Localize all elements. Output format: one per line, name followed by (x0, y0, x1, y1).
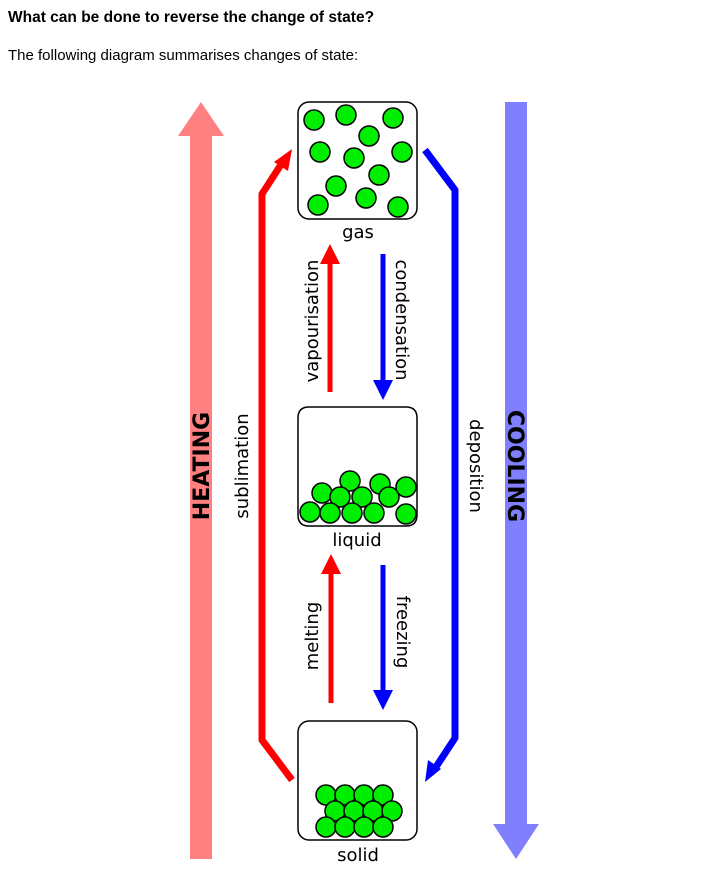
liquid-particle (311, 482, 333, 504)
heating-label: HEATING (190, 412, 215, 520)
liquid-particle (378, 486, 400, 508)
sublimation-arrowhead (274, 149, 292, 171)
sublimation-label: sublimation (232, 413, 253, 518)
liquid-particle (395, 503, 417, 525)
gas-particle (368, 164, 390, 186)
gas-particle (355, 187, 377, 209)
solid-label: solid (337, 845, 379, 866)
solid-particle (353, 816, 375, 838)
intro-text: The following diagram summarises changes… (8, 47, 359, 64)
heating-arrow (178, 102, 224, 859)
gas-particle (325, 175, 347, 197)
gas-particle (343, 147, 365, 169)
solid-particle (315, 816, 337, 838)
liquid-particle (319, 502, 341, 524)
gas-particle (309, 141, 331, 163)
liquid-particle (351, 486, 373, 508)
solid-particles (315, 784, 403, 838)
condensation-label: condensation (391, 259, 412, 380)
gas-label: gas (342, 222, 374, 243)
deposition-arrow (422, 147, 459, 772)
gas-particle (391, 141, 413, 163)
liquid-particle (363, 502, 385, 524)
solid-particle (334, 816, 356, 838)
melting-label: melting (302, 602, 323, 671)
liquid-label: liquid (332, 530, 381, 551)
deposition-label: deposition (465, 419, 486, 513)
liquid-particle (339, 470, 361, 492)
solid-particle (372, 784, 394, 806)
gas-particles (303, 104, 413, 218)
gas-particle (382, 107, 404, 129)
liquid-particles (299, 470, 417, 525)
gas-particle (303, 109, 325, 131)
liquid-particle (329, 486, 351, 508)
gas-particle (387, 196, 409, 218)
liquid-particle (341, 502, 363, 524)
solid-particle (372, 816, 394, 838)
gas-particle (335, 104, 357, 126)
sublimation-arrow (258, 161, 295, 783)
liquid-particle (395, 476, 417, 498)
freezing-label: freezing (392, 596, 413, 669)
deposition-arrowhead (425, 760, 441, 782)
gas-particle (307, 194, 329, 216)
cooling-arrow (493, 102, 539, 859)
vaporisation-label: vapourisation (302, 260, 323, 383)
gas-particle (358, 125, 380, 147)
liquid-particle (299, 501, 321, 523)
cooling-label: COOLING (502, 410, 527, 522)
solid-particle (381, 800, 403, 822)
question-heading: What can be done to reverse the change o… (8, 9, 375, 26)
